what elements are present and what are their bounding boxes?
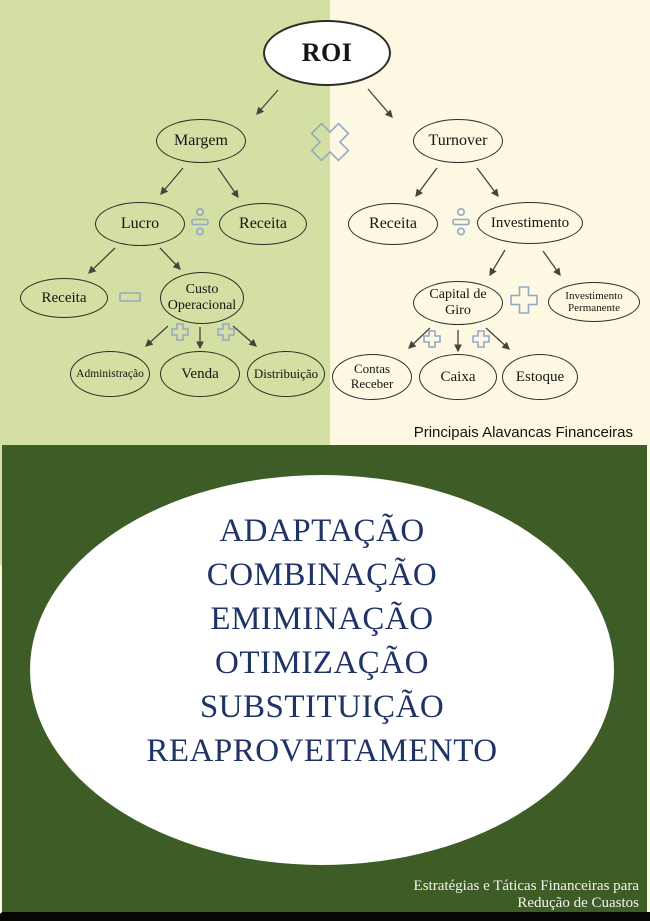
arrow-lucro-custo (159, 247, 181, 270)
arrow-turnover-investimento (476, 167, 499, 198)
node-turnover: Turnover (413, 119, 503, 163)
multiply-icon (310, 122, 350, 162)
minus-icon (119, 292, 141, 302)
arrow-margem-lucro (160, 167, 184, 195)
strategy-item: REAPROVEITAMENTO (146, 733, 498, 769)
plus-icon (472, 330, 490, 348)
node-distribuicao: Distribuição (247, 351, 325, 397)
node-receita-lucro: Receita (20, 278, 108, 318)
arrow-lucro-receita (88, 247, 116, 274)
arrow-lines (88, 88, 561, 353)
arrow-roi-margem (256, 89, 279, 115)
operator-icons (119, 122, 538, 348)
plus-icon (171, 323, 189, 341)
node-receita-margem: Receita (219, 203, 307, 245)
right-edge-sliver (647, 445, 650, 865)
bottom-caption: Estratégias e Táticas Financeiras para R… (414, 878, 639, 912)
node-roi: ROI (263, 20, 391, 86)
arrow-custo-administracao (145, 325, 169, 347)
divide-icon (191, 208, 209, 236)
node-contas-receber: Contas Receber (332, 354, 412, 400)
node-caixa: Caixa (419, 354, 497, 400)
arrow-investimento-capital (489, 249, 506, 277)
strategy-list: ADAPTAÇÃO COMBINAÇÃO EMIMINAÇÃO OTIMIZAÇ… (146, 509, 497, 773)
node-custo-operacional: Custo Operacional (160, 272, 244, 324)
node-margem: Margem (156, 119, 246, 163)
strategy-item: EMIMINAÇÃO (210, 601, 434, 637)
strategy-item: ADAPTAÇÃO (219, 513, 425, 549)
node-administracao: Administração (70, 351, 150, 397)
bottom-caption-line2: Redução de Cuastos (517, 895, 639, 911)
bottom-caption-line1: Estratégias e Táticas Financeiras para (413, 878, 639, 894)
node-receita-turnover: Receita (348, 203, 438, 245)
arrow-capital-estoque (485, 327, 510, 350)
arrow-turnover-receita (415, 167, 438, 198)
node-capital-de-giro: Capital de Giro (413, 281, 503, 325)
strategies-ellipse: ADAPTAÇÃO COMBINAÇÃO EMIMINAÇÃO OTIMIZAÇ… (30, 475, 614, 865)
top-caption: Principais Alavancas Financeiras (413, 424, 633, 441)
divide-icon (452, 208, 470, 236)
arrow-custo-distribuicao (232, 325, 257, 347)
bottom-panel: ADAPTAÇÃO COMBINAÇÃO EMIMINAÇÃO OTIMIZAÇ… (2, 445, 647, 912)
node-estoque: Estoque (502, 354, 578, 400)
arrow-capital-contas (408, 327, 431, 349)
node-investimento-permanente: Investimento Permanente (548, 282, 640, 322)
left-edge-sliver (0, 445, 2, 565)
strategy-item: COMBINAÇÃO (206, 557, 438, 593)
plus-icon (510, 286, 538, 314)
arrow-roi-turnover (367, 88, 393, 118)
plus-icon (423, 330, 441, 348)
node-investimento: Investimento (477, 202, 583, 244)
node-lucro: Lucro (95, 202, 185, 246)
node-venda: Venda (160, 351, 240, 397)
arrow-margem-receita (217, 167, 239, 199)
strategy-item: SUBSTITUIÇÃO (199, 689, 445, 725)
bottom-black-bar (0, 912, 650, 921)
diagram-connectors (88, 88, 561, 353)
plus-icon (217, 323, 235, 341)
strategy-item: OTIMIZAÇÃO (215, 645, 429, 681)
arrow-investimento-permanente (542, 250, 561, 277)
